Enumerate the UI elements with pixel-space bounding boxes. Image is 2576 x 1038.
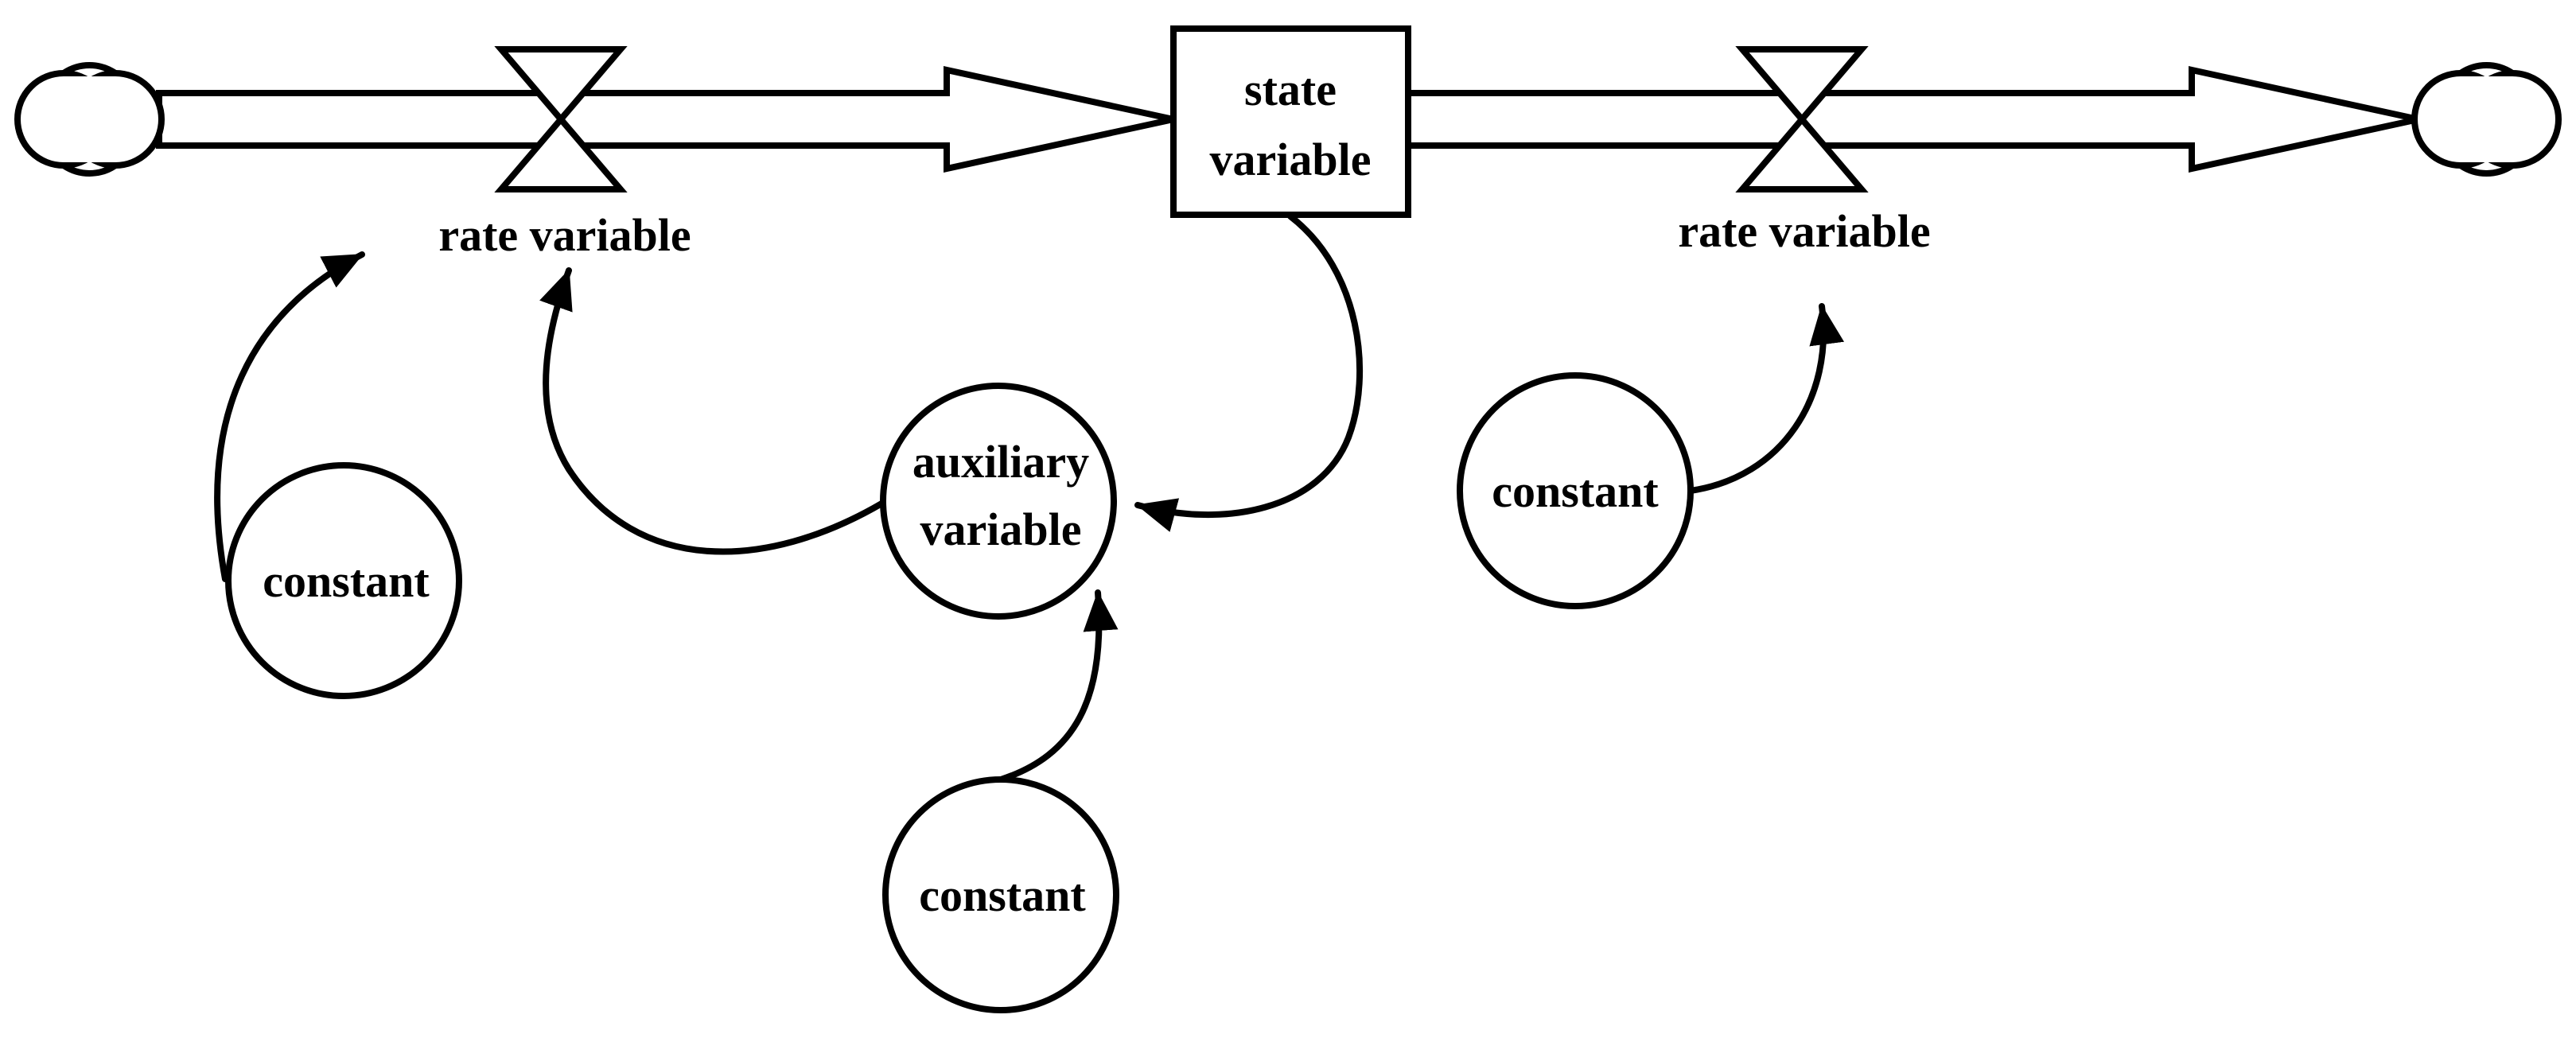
valve-icon[interactable] [494, 46, 628, 192]
outflow-pipe [1405, 66, 2419, 173]
cloud-source-icon [14, 62, 165, 177]
link-constant-left-to-rate-left [214, 251, 365, 582]
rate-variable-label-right: rate variable [1678, 205, 1930, 257]
link-constant-bottom-to-auxiliary [998, 589, 1119, 783]
link-state-to-auxiliary [1134, 213, 1364, 532]
rate-variable-label-left: rate variable [438, 209, 691, 261]
constant-node-right[interactable]: constant [1457, 372, 1694, 609]
link-auxiliary-to-rate-left [539, 267, 886, 555]
link-constant-right-to-rate-right [1687, 303, 1844, 494]
constant-node-bottom[interactable]: constant [882, 776, 1119, 1013]
state-variable-box[interactable]: state variable [1170, 25, 1411, 218]
constant-label-right: constant [1492, 465, 1659, 517]
cloud-sink-icon [2411, 62, 2562, 177]
constant-label-left: constant [263, 555, 430, 607]
auxiliary-variable-label-line2: variable [920, 503, 1082, 555]
auxiliary-variable-label-line1: auxiliary [912, 436, 1089, 488]
constant-node-left[interactable]: constant [225, 462, 462, 699]
constant-label-bottom: constant [919, 869, 1086, 921]
valve-icon[interactable] [1735, 46, 1869, 192]
inflow-pipe [156, 66, 1174, 173]
state-variable-label-line2: variable [1210, 134, 1372, 185]
auxiliary-variable-node[interactable]: auxiliary variable [880, 383, 1117, 620]
state-variable-label-line1: state [1244, 64, 1337, 115]
